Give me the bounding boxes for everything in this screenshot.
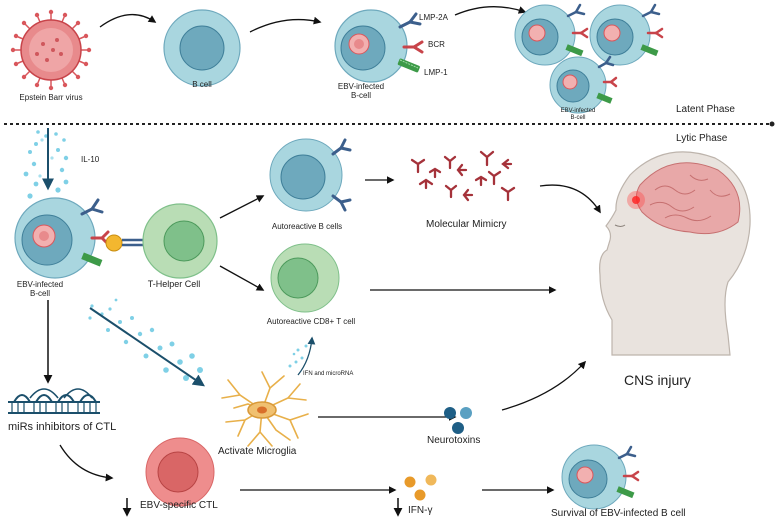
label-ifn-microrna: IFN and microRNA (303, 371, 354, 377)
label-latent-phase: Latent Phase (676, 104, 735, 115)
proliferating-bcell-1 (514, 3, 589, 66)
microglia (221, 371, 309, 447)
label-t-helper-cell: T-Helper Cell (147, 279, 201, 289)
arrow-th-to-autob (219, 195, 265, 219)
arrow-th-to-cd8 (219, 265, 265, 291)
label-b-cell: B cell (192, 80, 212, 89)
ifn-gamma-particles (404, 474, 437, 501)
t-helper-cell (142, 203, 218, 279)
arrow-mirs-to-ctl (59, 444, 114, 482)
label-epstein-barr-virus: Epstein Barr virus (19, 93, 83, 102)
ebv-infected-bcell-top (334, 9, 408, 83)
arrow-neurotoxins-to-cns (501, 360, 587, 411)
ifn-arrow (297, 336, 316, 376)
autoreactive-b-cell (269, 138, 352, 212)
lmp1-receptor (397, 58, 420, 73)
survival-b-cell (561, 444, 640, 510)
label-autoreactive-cd8: Autoreactive CD8+ T cell (266, 317, 356, 326)
label-survival: Survival of EBV-infected B cell (551, 508, 686, 519)
diagonal-dots (88, 298, 203, 381)
arrow-bcell-to-infected (249, 16, 322, 33)
label-neurotoxins: Neurotoxins (427, 435, 481, 446)
label-molecular-mimicry: Molecular Mimicry (426, 219, 507, 230)
label-mirs-inhibitors: miRs inhibitors of CTL (8, 421, 117, 433)
molecular-mimicry-antibodies (410, 150, 516, 202)
b-cell (163, 9, 241, 87)
label-small-ebv-infected: EBV-infected B-cell (560, 108, 596, 121)
mhc-tcr-complex (105, 234, 143, 252)
label-lmp1: LMP-1 (424, 68, 448, 77)
lmp2a-receptor (398, 12, 422, 29)
mirs-structure (8, 388, 100, 414)
human-head (599, 151, 751, 356)
label-ifn-gamma: IFN-γ (408, 505, 433, 516)
label-il10: IL-10 (81, 155, 100, 164)
label-autoreactive-b-cells: Autoreactive B cells (271, 222, 343, 231)
proliferating-bcell-2 (589, 3, 664, 66)
neurotoxin-particles (444, 407, 472, 434)
label-lmp2a: LMP-2A (419, 13, 448, 22)
ifn-dots (288, 344, 308, 368)
ebv-infected-bcell-mid (14, 197, 110, 279)
label-cns-injury: CNS injury (624, 372, 691, 388)
label-bcr: BCR (428, 40, 445, 49)
arrow-virus-to-bcell (99, 14, 157, 28)
epstein-barr-virus (10, 9, 92, 91)
diagonal-arrow (89, 307, 205, 387)
label-ebv-specific-ctl: EBV-specific CTL (140, 500, 218, 511)
bcr-receptor (402, 40, 424, 54)
arrow-infected-to-proliferation (454, 6, 527, 16)
il10-dots (23, 130, 69, 199)
autoreactive-cd8-t-cell (270, 243, 340, 313)
label-lytic-phase: Lytic Phase (676, 133, 728, 144)
proliferating-bcell-3 (549, 55, 618, 114)
label-activate-microglia: Activate Microglia (218, 446, 297, 457)
arrow-mimicry-to-cns (539, 184, 601, 214)
label-ebv-infected-mid: EBV-infected B-cell (16, 280, 64, 299)
ebv-specific-ctl (145, 437, 215, 507)
label-ebv-infected-top: EBV-infected B-cell (337, 82, 385, 101)
